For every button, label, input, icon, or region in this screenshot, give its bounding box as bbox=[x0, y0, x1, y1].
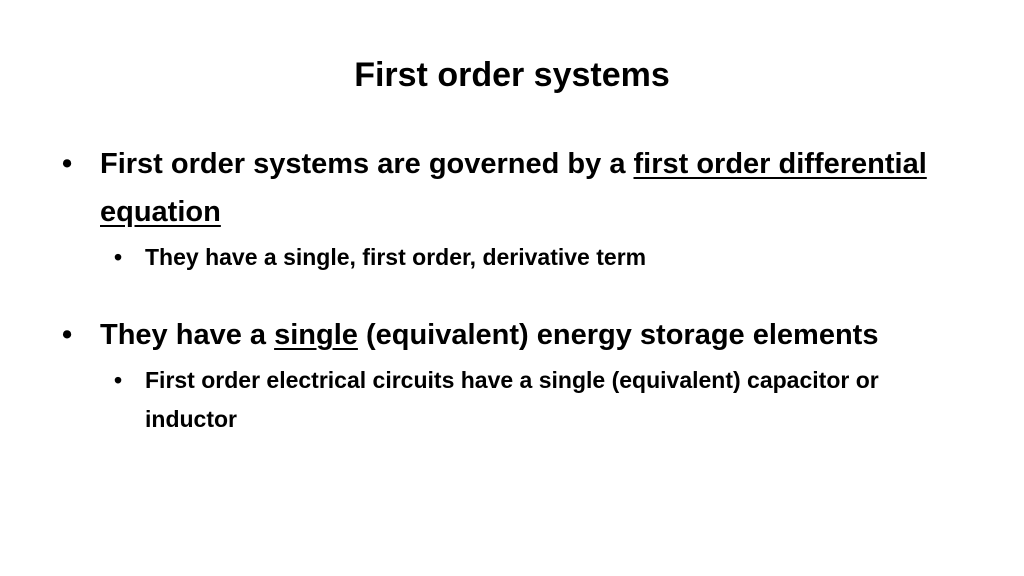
bullet-1-text: First order systems are governed by a bbox=[100, 148, 634, 180]
slide-title: First order systems bbox=[354, 56, 670, 94]
bullet-list: • First order systems are governed by a … bbox=[62, 140, 962, 439]
bullet-2-underlined-text: single bbox=[274, 319, 358, 351]
bullet-icon: • bbox=[62, 319, 73, 351]
bullet-icon: • bbox=[62, 148, 73, 180]
bullet-2-text-start: They have a bbox=[100, 319, 275, 351]
sub-bullet-item-1: • They have a single, first order, deriv… bbox=[62, 238, 962, 277]
sub-bullet-item-2: • First order electrical circuits have a… bbox=[62, 361, 962, 439]
sub-bullet-2-text: First order electrical circuits have a s… bbox=[145, 367, 879, 432]
spacer bbox=[62, 277, 962, 311]
sub-bullet-1-text: They have a single, first order, derivat… bbox=[145, 244, 647, 270]
sub-bullet-icon: • bbox=[114, 244, 123, 270]
bullet-1-underlined-text: first order differential equation bbox=[100, 148, 927, 228]
sub-bullet-icon: • bbox=[114, 367, 123, 393]
bullet-item-2: • They have a single (equivalent) energy… bbox=[62, 311, 962, 359]
bullet-item-1: • First order systems are governed by a … bbox=[62, 140, 962, 236]
bullet-2-text-end: (equivalent) energy storage elements bbox=[357, 319, 879, 351]
